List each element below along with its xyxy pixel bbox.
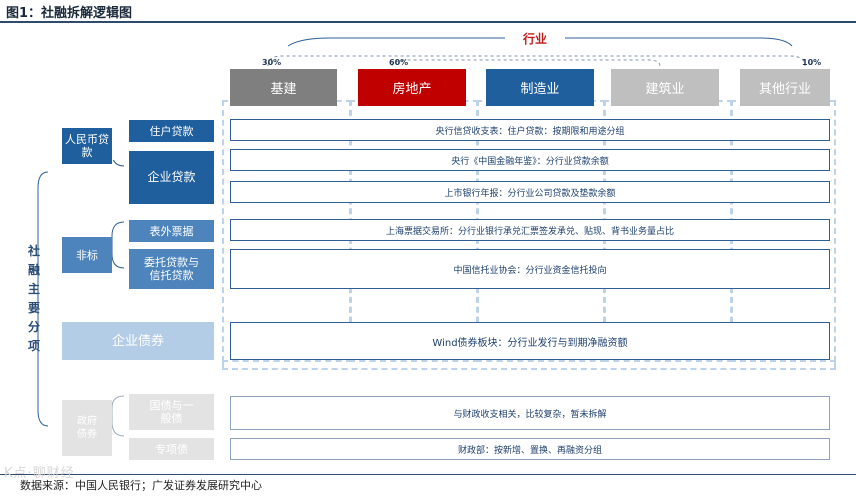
row-trust-association: 中国信托业协会：分行业资金信托投向 (230, 249, 830, 289)
pct-dashed-arc (267, 55, 806, 67)
category-off-balance: 非标 (62, 237, 112, 273)
industry-arc-right (565, 37, 793, 47)
side-bracket (37, 160, 125, 437)
industry-others: 其他行业 (740, 69, 830, 106)
industry-infrastructure: 基建 (230, 69, 337, 106)
columns-bottom-band (222, 362, 836, 370)
category-government-bonds: 政府债券 (62, 400, 112, 456)
side-label: 社融主要分项 (27, 244, 40, 353)
figure-title: 图1：社融拆解逻辑图 (6, 6, 133, 21)
industry-manufacturing: 制造业 (486, 69, 594, 106)
industry-construction: 建筑业 (611, 69, 719, 106)
sub-household-loans: 住户贷款 (129, 120, 214, 142)
row-pboc-yearbook: 央行《中国金融年鉴》：分行业贷款余额 (230, 149, 830, 171)
source-note: 数据来源：中国人民银行；广发证券发展研究中心 (20, 479, 262, 492)
bottom-divider (0, 474, 856, 475)
pct-others: 10% (802, 58, 822, 67)
sub-entrusted-trust-loans: 委托贷款与信托贷款 (129, 249, 214, 289)
industry-arc (287, 37, 505, 47)
pct-dashed-arc-mid (391, 59, 661, 67)
sub-special-bonds: 专项债 (129, 438, 214, 460)
sub-corporate-loans: 企业贷款 (129, 151, 214, 204)
category-corporate-bonds: 企业债券 (62, 322, 214, 360)
industry-bracket (267, 37, 806, 67)
row-bank-reports: 上市银行年报：分行业公司贷款及垫款余额 (230, 181, 830, 203)
category-rmb-loans: 人民币贷款 (62, 128, 112, 164)
pct-realestate: 60% (389, 58, 409, 67)
row-wind-bonds: Wind债券板块：分行业发行与到期净融资额 (230, 322, 830, 360)
row-pboc-credit: 央行信贷收支表：住户贷款：按期限和用途分组 (230, 119, 830, 141)
watermark: K点·聊财经 (4, 466, 75, 481)
row-fiscal: 与财政收支相关，比较复杂，暂未拆解 (230, 396, 830, 430)
industry-realestate: 房地产 (358, 69, 466, 106)
row-mof: 财政部：按新增、置换、再融资分组 (230, 438, 830, 460)
top-divider (0, 21, 856, 23)
row-shcpe: 上海票据交易所：分行业银行承兑汇票签发承兑、贴现、背书业务量占比 (230, 219, 830, 241)
sub-undiscounted-bills: 表外票据 (129, 220, 214, 242)
sub-national-general-bonds: 国债与一般债 (129, 394, 214, 430)
pct-infrastructure: 30% (262, 58, 282, 67)
industry-label: 行业 (522, 32, 547, 46)
